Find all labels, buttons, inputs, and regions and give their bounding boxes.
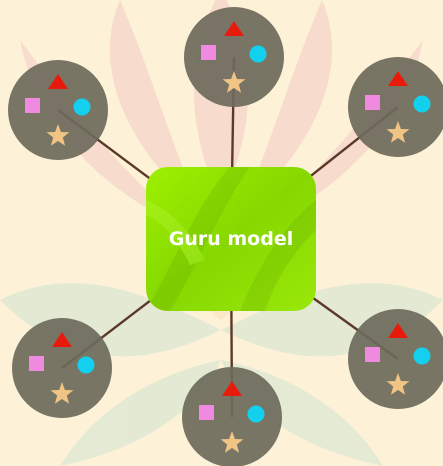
square-icon [365, 347, 380, 362]
circle-icon [413, 347, 431, 365]
satellite-circle [348, 309, 443, 409]
triangle-icon [222, 381, 242, 396]
satellite-circle [12, 318, 112, 418]
satellite-node [348, 57, 443, 157]
star-icon [46, 124, 70, 146]
square-icon [365, 95, 380, 110]
satellite-node [184, 7, 284, 107]
triangle-icon [388, 323, 408, 338]
triangle-icon [388, 71, 408, 86]
star-icon [50, 382, 74, 404]
triangle-icon [224, 21, 244, 36]
square-icon [199, 405, 214, 420]
circle-icon [73, 98, 91, 116]
satellite-circle [182, 367, 282, 466]
triangle-icon [48, 74, 68, 89]
satellite-nodes [8, 7, 443, 466]
star-icon [220, 431, 244, 453]
square-icon [201, 45, 216, 60]
star-icon [386, 121, 410, 143]
center-box [146, 167, 316, 311]
satellite-node [348, 309, 443, 409]
satellite-circle [8, 60, 108, 160]
circle-icon [247, 405, 265, 423]
satellite-circle [348, 57, 443, 157]
triangle-icon [52, 332, 72, 347]
satellite-circle [184, 7, 284, 107]
satellite-node [12, 318, 112, 418]
star-icon [222, 71, 246, 93]
satellite-node [182, 367, 282, 466]
circle-icon [413, 95, 431, 113]
center-label: Guru model [169, 228, 293, 250]
circle-icon [77, 356, 95, 374]
center-node: Guru model [146, 167, 316, 311]
circle-icon [249, 45, 267, 63]
square-icon [25, 98, 40, 113]
satellite-node [8, 60, 108, 160]
star-icon [386, 373, 410, 395]
square-icon [29, 356, 44, 371]
